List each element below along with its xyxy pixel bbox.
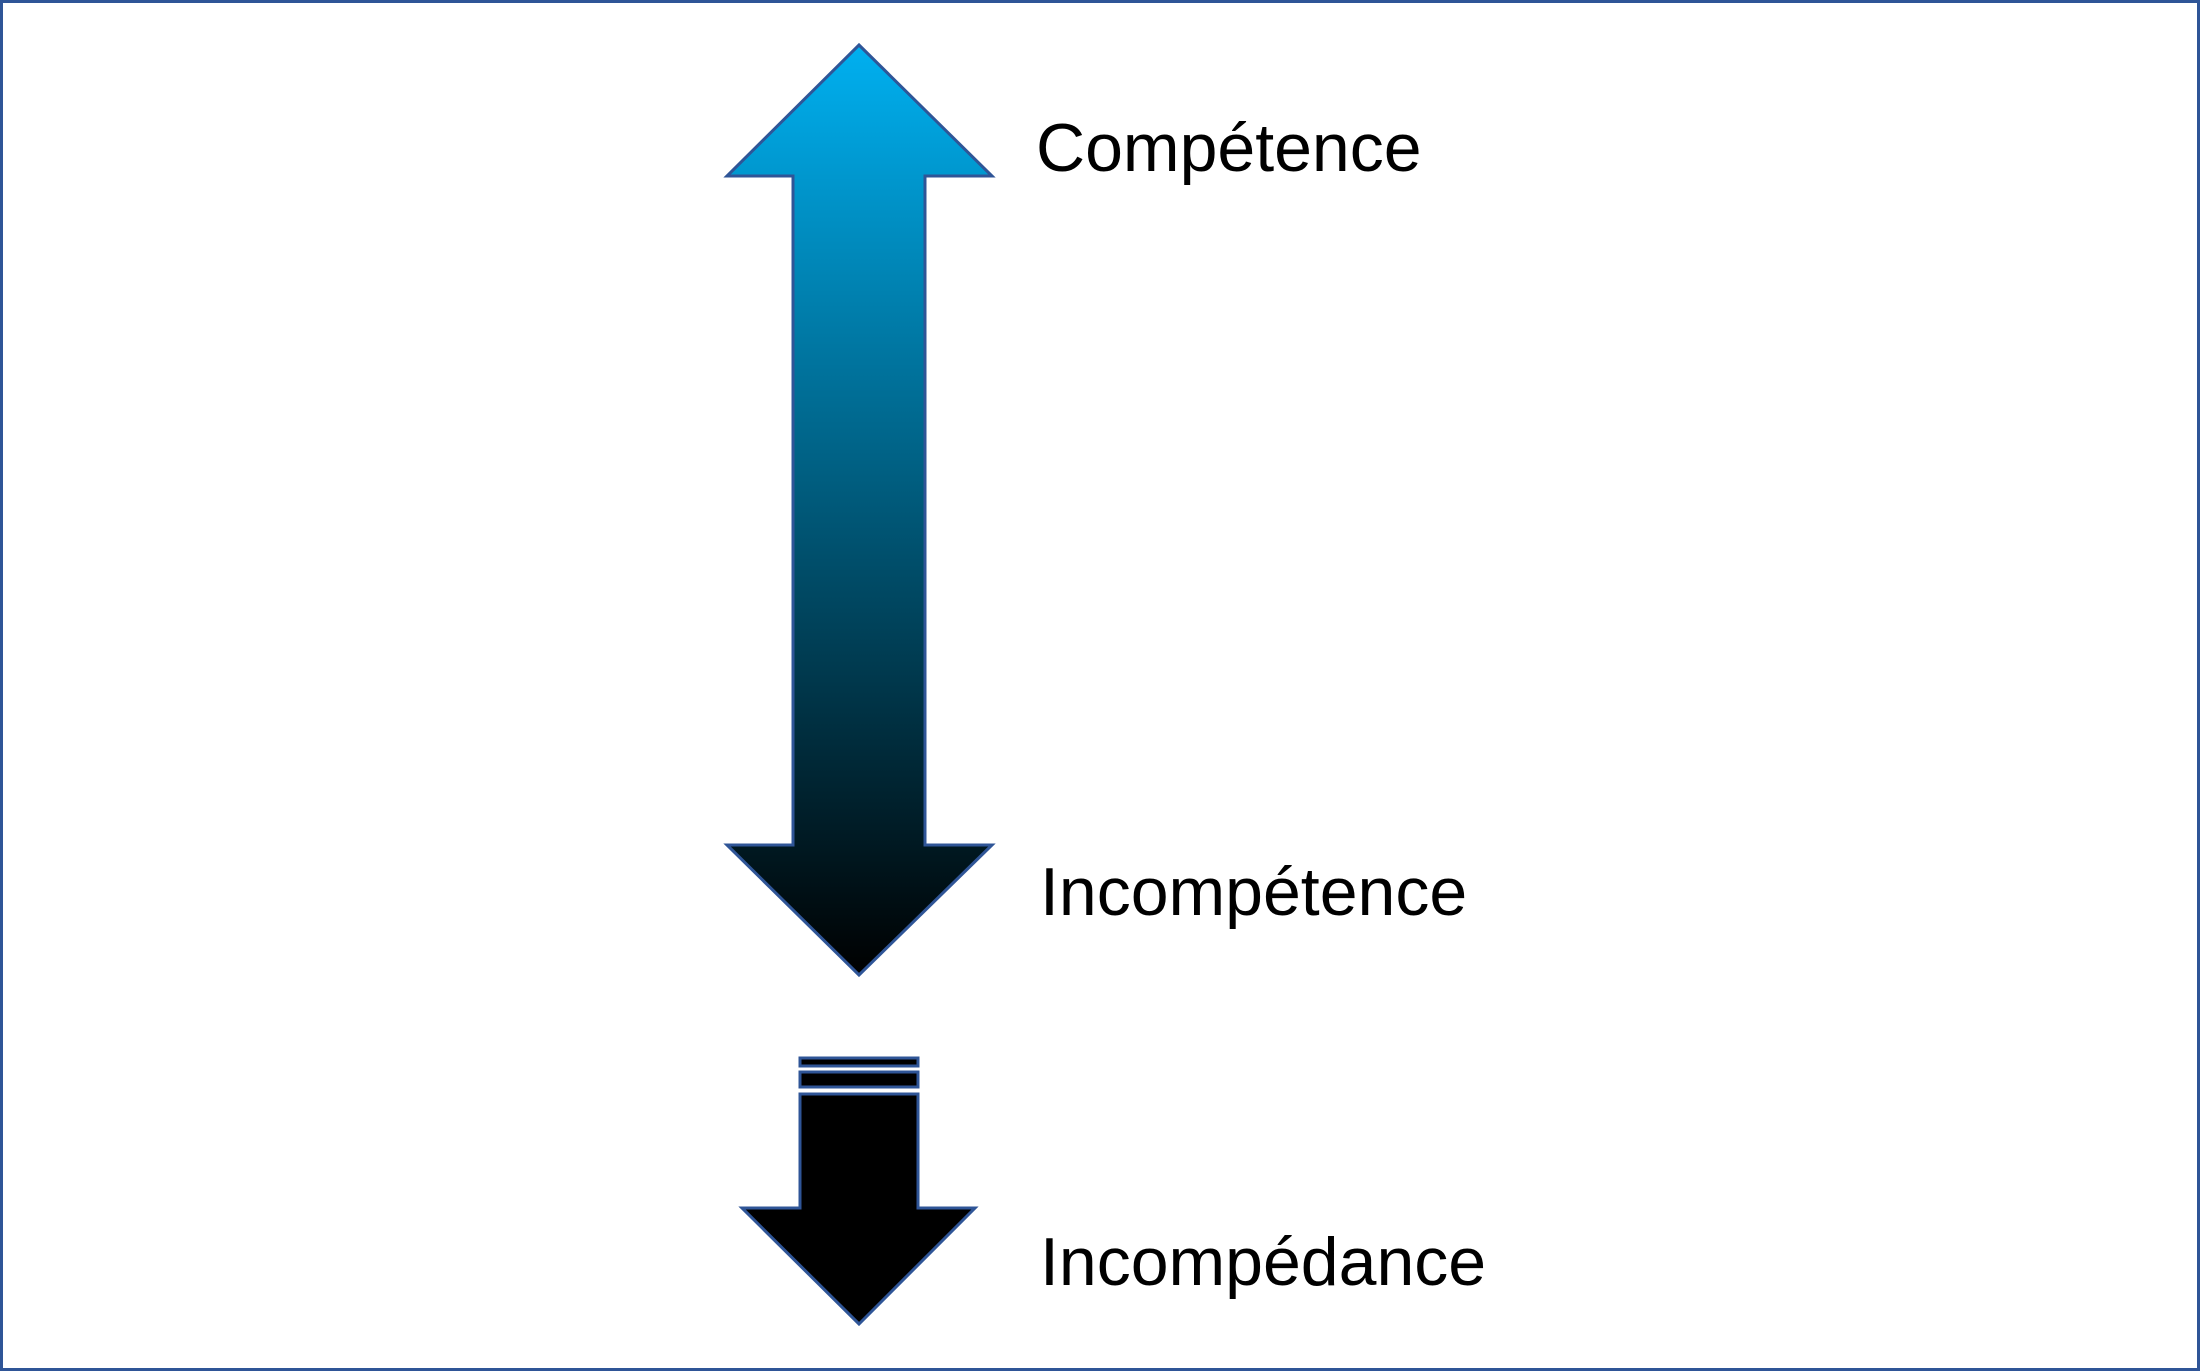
label-competence: Compétence bbox=[1036, 110, 1422, 186]
striped-down-arrow bbox=[738, 1092, 979, 1327]
double-headed-arrow bbox=[723, 42, 996, 978]
arrow-stripe-1 bbox=[798, 1056, 920, 1068]
label-incompedance: Incompédance bbox=[1040, 1224, 1487, 1300]
arrow-stripe-2 bbox=[798, 1070, 920, 1089]
label-incompetence: Incompétence bbox=[1040, 854, 1468, 930]
